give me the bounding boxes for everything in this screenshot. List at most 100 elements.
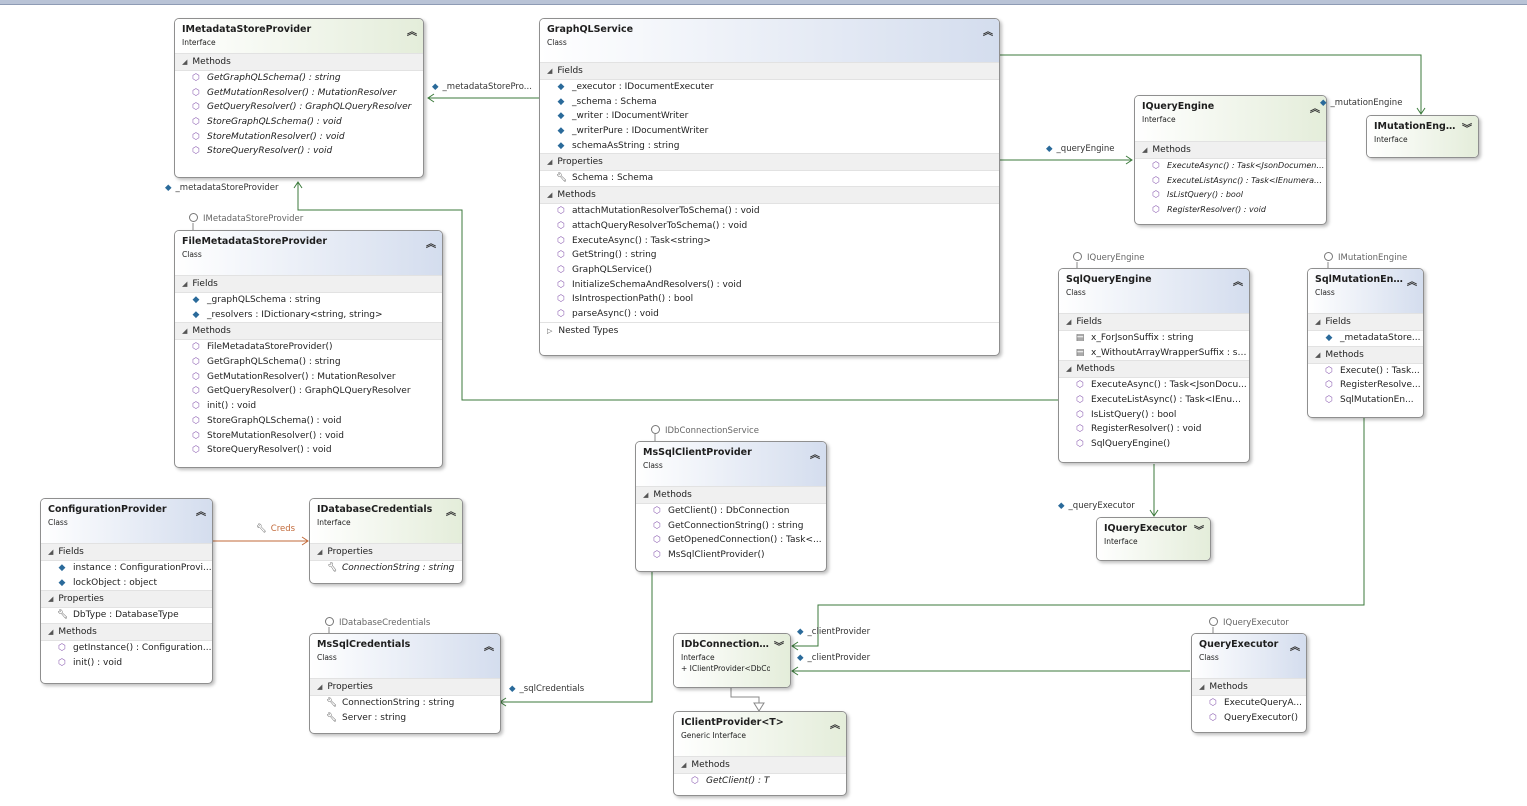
section-fields[interactable]: ◢Fields (1059, 313, 1249, 331)
member-row[interactable]: ⬡SqlQueryEngine() (1059, 437, 1249, 452)
collapse-chevron-icon[interactable]: ︽ (1310, 104, 1320, 115)
member-row[interactable]: ⬡GetMutationResolver() : MutationResolve… (175, 370, 442, 385)
section-nested-types[interactable]: ▷Nested Types (540, 321, 999, 339)
member-row[interactable]: ⬡GetString() : string (540, 248, 999, 263)
collapse-chevron-icon[interactable]: ︽ (196, 507, 206, 518)
member-row[interactable]: ⬡ExecuteAsync() : Task<JsonDocument> (1135, 159, 1326, 174)
collapse-chevron-icon[interactable]: ︽ (810, 450, 820, 461)
member-row[interactable]: ⬡StoreQueryResolver() : void (175, 144, 423, 159)
assoc-label-creds[interactable]: 🔧︎Creds (256, 524, 296, 534)
collapse-chevron-icon[interactable]: ︽ (1290, 642, 1300, 653)
member-row[interactable]: ⬡RegisterResolve... (1308, 378, 1423, 393)
member-row[interactable]: ◆_metadataStore... (1308, 331, 1423, 346)
assoc-label-clientprovider-1[interactable]: ◆_clientProvider (797, 627, 871, 637)
member-row[interactable]: ⬡StoreGraphQLSchema() : void (175, 115, 423, 130)
member-row[interactable]: ⬡IsListQuery() : bool (1135, 188, 1326, 203)
section-methods[interactable]: ◢Methods (175, 53, 423, 71)
section-methods[interactable]: ◢Methods (41, 623, 212, 642)
member-row[interactable]: ⬡init() : void (41, 656, 212, 671)
member-row[interactable]: ⬡IsListQuery() : bool (1059, 408, 1249, 423)
member-row[interactable]: ⬡GraphQLService() (540, 263, 999, 278)
member-row[interactable]: ⬡QueryExecutor() (1192, 711, 1306, 726)
member-row[interactable]: ⬡GetOpenedConnection() : Task<... (636, 533, 826, 548)
section-methods[interactable]: ◢Methods (674, 756, 846, 774)
type-filemetadatastoreprovider[interactable]: FileMetadataStoreProvider Class ︽ ◢Field… (174, 230, 443, 468)
section-properties[interactable]: ◢Properties (540, 153, 999, 172)
section-fields[interactable]: ◢Fields (41, 543, 212, 561)
section-methods[interactable]: ◢Methods (1192, 678, 1306, 696)
member-row[interactable]: 🔧︎DbType : DatabaseType (41, 608, 212, 623)
member-row[interactable]: ⬡Execute() : Task... (1308, 364, 1423, 379)
member-row[interactable]: ◆_schema : Schema (540, 95, 999, 110)
member-row[interactable]: ⬡GetMutationResolver() : MutationResolve… (175, 86, 423, 101)
member-row[interactable]: ◆lockObject : object (41, 576, 212, 591)
member-row[interactable]: ▤x_WithoutArrayWrapperSuffix : st... (1059, 346, 1249, 361)
member-row[interactable]: ⬡StoreGraphQLSchema() : void (175, 414, 442, 429)
section-fields[interactable]: ◢Fields (175, 275, 442, 293)
section-methods[interactable]: ◢Methods (1308, 345, 1423, 364)
member-row[interactable]: 🔧︎Schema : Schema (540, 171, 999, 186)
type-iqueryengine[interactable]: IQueryEngine Interface ︽ ◢Methods ⬡Execu… (1134, 95, 1327, 225)
member-row[interactable]: ◆_writer : IDocumentWriter (540, 109, 999, 124)
section-methods[interactable]: ◢Methods (1059, 360, 1249, 379)
expand-chevron-icon[interactable]: ︾ (774, 642, 784, 653)
member-row[interactable]: ⬡IsIntrospectionPath() : bool (540, 292, 999, 307)
collapse-chevron-icon[interactable]: ︽ (830, 720, 840, 731)
member-row[interactable]: ⬡StoreQueryResolver() : void (175, 443, 442, 458)
member-row[interactable]: ◆_writerPure : IDocumentWriter (540, 124, 999, 139)
type-idbconnectionservice[interactable]: IDbConnectionS... Interface + IClientPro… (673, 633, 791, 688)
section-methods[interactable]: ◢Methods (175, 322, 442, 341)
member-row[interactable]: ⬡GetGraphQLSchema() : string (175, 71, 423, 86)
member-row[interactable]: ⬡GetConnectionString() : string (636, 519, 826, 534)
member-row[interactable]: ⬡GetClient() : T (674, 774, 846, 789)
collapse-chevron-icon[interactable]: ︽ (407, 27, 417, 38)
member-row[interactable]: ◆_resolvers : IDictionary<string, string… (175, 308, 442, 323)
member-row[interactable]: ⬡SqlMutationEn... (1308, 393, 1423, 408)
collapse-chevron-icon[interactable]: ︽ (484, 642, 494, 653)
member-row[interactable]: ◆_executor : IDocumentExecuter (540, 80, 999, 95)
collapse-chevron-icon[interactable]: ︽ (983, 27, 993, 38)
type-graphqlservice[interactable]: GraphQLService Class ︽ ◢Fields ◆_executo… (539, 18, 1000, 356)
member-row[interactable]: ⬡FileMetadataStoreProvider() (175, 340, 442, 355)
type-queryexecutor[interactable]: QueryExecutor Class ︽ ◢Methods ⬡ExecuteQ… (1191, 633, 1307, 733)
member-row[interactable]: ◆instance : ConfigurationProvi... (41, 561, 212, 576)
section-methods[interactable]: ◢Methods (1135, 141, 1326, 159)
member-row[interactable]: ⬡ExecuteListAsync() : Task<IEnume... (1059, 393, 1249, 408)
assoc-label-queryexecutor[interactable]: ◆_queryExecutor (1058, 501, 1135, 511)
assoc-label-queryengine[interactable]: ◆_queryEngine (1046, 144, 1115, 154)
member-row[interactable]: ⬡attachQueryResolverToSchema() : void (540, 219, 999, 234)
member-row[interactable]: ⬡GetQueryResolver() : GraphQLQueryResolv… (175, 384, 442, 399)
type-iqueryexecutor[interactable]: IQueryExecutor Interface ︾ (1096, 517, 1211, 561)
assoc-label-clientprovider-2[interactable]: ◆_clientProvider (797, 653, 871, 663)
assoc-label-sqlcredentials[interactable]: ◆_sqlCredentials (509, 684, 585, 694)
collapse-chevron-icon[interactable]: ︽ (446, 507, 456, 518)
assoc-label-metadatastore[interactable]: ◆_metadataStorePro... (432, 82, 532, 92)
member-row[interactable]: ◆schemaAsString : string (540, 139, 999, 154)
member-row[interactable]: ◆_graphQLSchema : string (175, 293, 442, 308)
collapse-chevron-icon[interactable]: ︽ (1407, 277, 1417, 288)
member-row[interactable]: ▤x_ForJsonSuffix : string (1059, 331, 1249, 346)
member-row[interactable]: ⬡InitializeSchemaAndResolvers() : void (540, 278, 999, 293)
member-row[interactable]: ⬡RegisterResolver() : void (1059, 422, 1249, 437)
member-row[interactable]: ⬡ExecuteAsync() : Task<string> (540, 234, 999, 249)
expand-chevron-icon[interactable]: ︾ (1194, 526, 1204, 537)
member-row[interactable]: ⬡ExecuteQueryA... (1192, 696, 1306, 711)
member-row[interactable]: ⬡RegisterResolver() : void (1135, 203, 1326, 218)
collapse-chevron-icon[interactable]: ︽ (426, 239, 436, 250)
member-row[interactable]: ⬡getInstance() : Configuration... (41, 641, 212, 656)
type-configurationprovider[interactable]: ConfigurationProvider Class ︽ ◢Fields ◆i… (40, 498, 213, 684)
member-row[interactable]: ⬡GetClient() : DbConnection (636, 504, 826, 519)
assoc-label-mutationengine[interactable]: ◆_mutationEngine (1320, 98, 1403, 108)
member-row[interactable]: 🔧︎Server : string (310, 711, 500, 726)
member-row[interactable]: ⬡ExecuteAsync() : Task<JsonDocu... (1059, 378, 1249, 393)
type-sqlmutationengine[interactable]: SqlMutationEng... Class ︽ ◢Fields ◆_meta… (1307, 268, 1424, 418)
member-row[interactable]: 🔧︎ConnectionString : string (310, 561, 462, 576)
section-properties[interactable]: ◢Properties (41, 590, 212, 609)
member-row[interactable]: ⬡parseAsync() : void (540, 307, 999, 322)
member-row[interactable]: ⬡StoreMutationResolver() : void (175, 130, 423, 145)
member-row[interactable]: ⬡attachMutationResolverToSchema() : void (540, 204, 999, 219)
type-iclientprovider[interactable]: IClientProvider<T> Generic Interface ︽ ◢… (673, 711, 847, 796)
expand-chevron-icon[interactable]: ︾ (1462, 124, 1472, 135)
member-row[interactable]: ⬡GetGraphQLSchema() : string (175, 355, 442, 370)
member-row[interactable]: ⬡StoreMutationResolver() : void (175, 429, 442, 444)
